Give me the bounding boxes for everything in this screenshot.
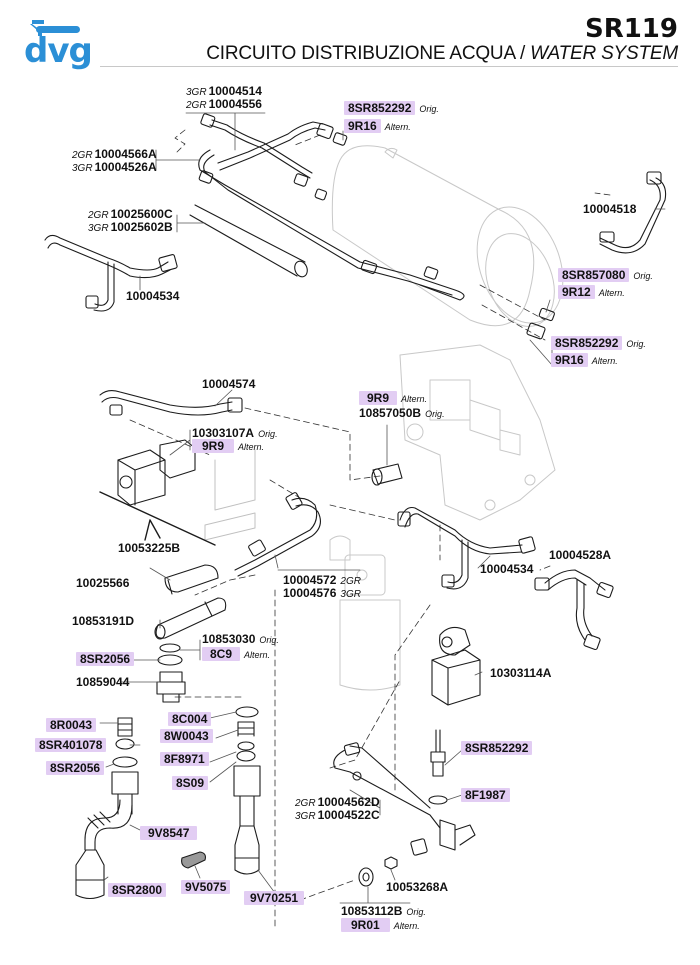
tube-left-u	[198, 149, 465, 301]
label-8C004: 8C004	[168, 712, 212, 727]
tube-10004528A	[544, 569, 606, 591]
spring-8W0043	[237, 721, 255, 737]
label-8SR852292-sensor: 8SR852292	[461, 741, 533, 756]
tube-10004534-top	[44, 234, 169, 271]
boiler-ghost	[331, 145, 564, 327]
label-8S09: 8S09	[172, 776, 209, 791]
cover-10025566	[164, 564, 219, 595]
label-8SR2056-b: 8SR2056	[46, 761, 105, 776]
label-10859044: 10859044	[76, 675, 130, 689]
jet-10853112B	[358, 867, 374, 887]
tube-top-b	[219, 127, 326, 171]
model-code: SR119	[584, 14, 678, 44]
label-8F1987: 8F1987	[461, 788, 510, 803]
tube-10004572	[234, 497, 318, 571]
brand-logo-text: dvg	[24, 31, 93, 71]
nozzle-8SR2800	[75, 849, 105, 900]
nut-10053268A	[384, 856, 398, 870]
nipple-10859044	[156, 671, 186, 703]
label-10303114A: 10303114A	[490, 666, 552, 680]
label-10053225B: 10053225B	[118, 541, 181, 555]
cable-10053225B	[99, 491, 216, 546]
label-9V5075: 9V5075	[181, 880, 231, 895]
tube-top-a	[209, 124, 311, 179]
label-8F8971: 8F8971	[160, 752, 209, 767]
fitting-10857050B	[372, 463, 403, 485]
tube-10004574	[99, 389, 233, 408]
label-10053268A: 10053268A	[386, 880, 449, 894]
title-italian: CIRCUITO DISTRIBUZIONE ACQUA /	[206, 43, 526, 64]
heater-10853191D	[155, 597, 227, 639]
label-10004574: 10004574	[202, 377, 256, 391]
assembly-dash-lines	[129, 129, 611, 931]
pump-ghost	[329, 535, 401, 691]
tube-10004562D	[333, 745, 441, 829]
label-8SR401078: 8SR401078	[35, 738, 107, 753]
solenoid-valve-top	[117, 449, 166, 506]
label-10853191D: 10853191D	[72, 614, 135, 628]
sensor-8SR852292	[430, 729, 446, 777]
label-8W0043: 8W0043	[160, 729, 213, 744]
insulation-tube	[189, 204, 306, 277]
bracket-ghost	[204, 449, 256, 541]
group-block-ghost	[399, 344, 556, 521]
solenoid-valve-bottom	[431, 649, 481, 706]
label-8SR2800: 8SR2800	[108, 883, 167, 898]
page-title: CIRCUITO DISTRIBUZIONE ACQUA / WATER SYS…	[206, 44, 678, 63]
label-9V8547: 9V8547	[140, 826, 198, 841]
label-8R0043: 8R0043	[46, 718, 97, 733]
label-10004534-mid: 10004534	[480, 562, 534, 576]
label-9V70251: 9V70251	[244, 891, 305, 906]
label-10025566: 10025566	[76, 576, 130, 590]
clip-9V5075	[181, 851, 206, 869]
dvg-logo-icon	[30, 20, 80, 36]
header-divider	[100, 66, 678, 67]
label-10004518: 10004518	[583, 202, 637, 216]
valve-body-left	[111, 771, 139, 815]
title-english: WATER SYSTEM	[530, 43, 678, 64]
label-10004534-top: 10004534	[126, 289, 180, 303]
spring-8R0043	[117, 717, 133, 737]
parts	[44, 113, 667, 900]
label-10004528A: 10004528A	[549, 548, 612, 562]
hose-9V8547	[84, 799, 133, 851]
label-8SR2056-a: 8SR2056	[76, 652, 135, 667]
valve-body-right	[233, 765, 261, 827]
nozzle-9V70251	[234, 825, 260, 875]
